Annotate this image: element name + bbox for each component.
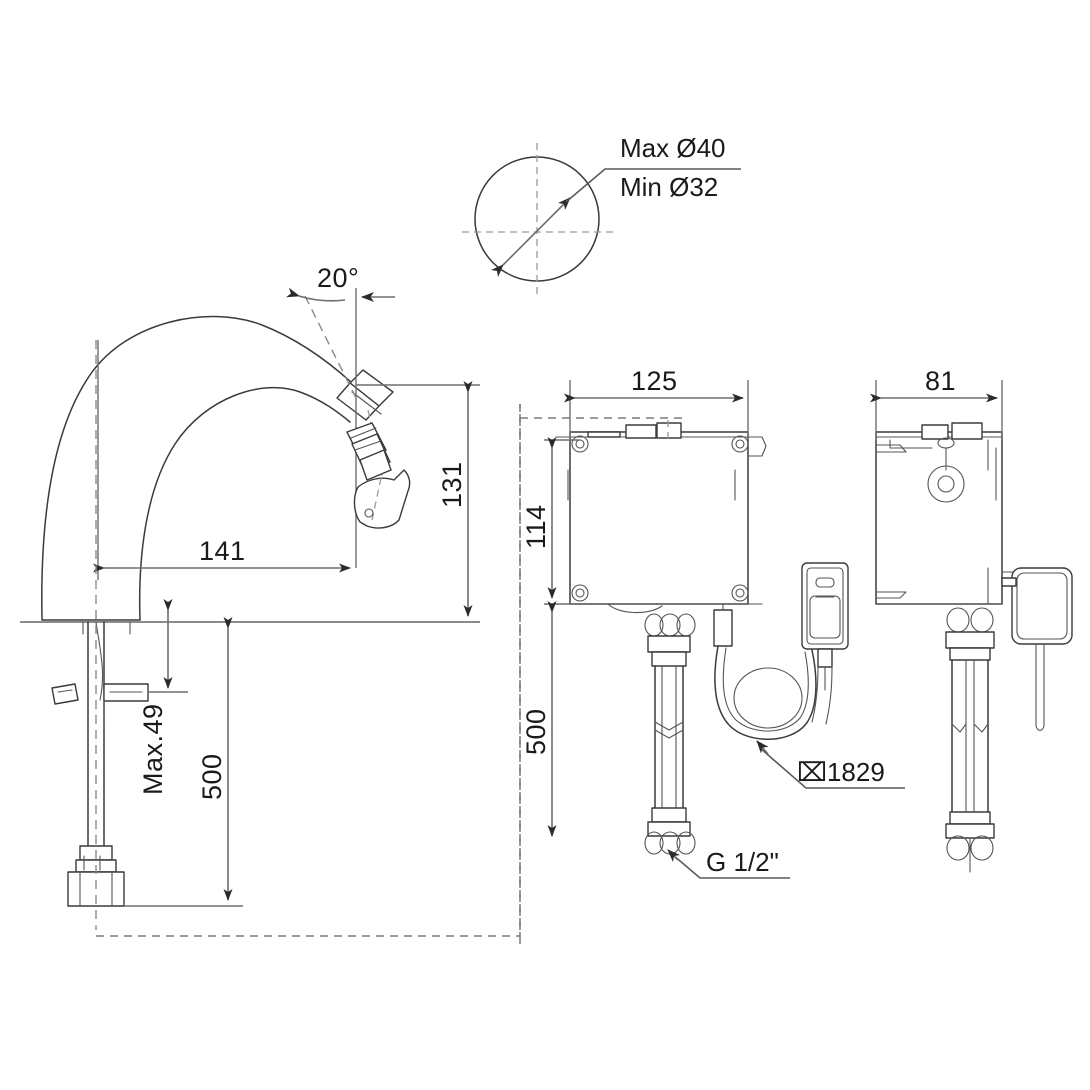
control-box-height-label: 114	[521, 504, 551, 549]
cable-note-leader	[759, 747, 905, 789]
aerator-exploded-parts	[346, 409, 411, 529]
angle-dimension-label: 20°	[317, 263, 359, 293]
control-box-lid-detail	[555, 420, 763, 444]
battery-compartment	[809, 595, 841, 639]
sensor-cable-assembly	[713, 603, 817, 740]
side-box-body	[875, 431, 1003, 605]
aerator-insert	[346, 422, 392, 481]
reach-dimension-label: 141	[199, 536, 246, 566]
height-dimension-131: 131	[356, 381, 480, 617]
control-box-depth-label: 81	[925, 366, 956, 396]
control-box-body	[569, 431, 749, 605]
outlet-angle-dimension: 20°	[286, 263, 395, 568]
side-valve-knob	[927, 465, 965, 503]
sensor-window	[815, 577, 835, 588]
faucet-hose-length-dimension: 500	[124, 617, 243, 907]
hose-dimension-label: 500	[197, 753, 227, 800]
control-box-height-dimension: 114	[521, 437, 580, 605]
thread-note-leader	[672, 854, 790, 879]
supply-tube	[95, 621, 104, 701]
hole-max-diameter-label: Max Ø40	[620, 133, 726, 163]
hole-min-diameter-label: Min Ø32	[620, 172, 718, 202]
faucet-shank-assembly	[51, 340, 149, 930]
control-box-bottom-opening	[607, 603, 663, 614]
side-twin-supply-hoses	[945, 607, 995, 873]
height-dimension-label: 131	[437, 461, 467, 508]
flexible-supply-hose	[644, 613, 696, 855]
cable-outer	[714, 645, 817, 740]
cable-part-label: ⌧1829	[797, 757, 885, 787]
reach-dimension-141: 141	[93, 340, 351, 580]
control-box-hose-length-label: 500	[521, 708, 551, 755]
mounting-hole-detail: Max Ø40 Min Ø32	[462, 133, 741, 296]
thread-note-arrow	[667, 849, 681, 863]
control-box-hose-length-dimension: 500	[521, 601, 557, 837]
side-view-internal-detail	[875, 422, 1019, 605]
cable-coil	[733, 667, 803, 729]
control-box-width-dimension: 125	[564, 366, 749, 440]
angle-inclined-reference	[302, 291, 357, 399]
control-box-depth-dimension: 81	[870, 366, 1003, 440]
control-box-front-view: 125 114 500	[519, 366, 905, 950]
spout-inner-profile	[138, 386, 351, 621]
cable-part-note: ⌧1829	[756, 740, 905, 789]
control-box-width-label: 125	[631, 366, 678, 396]
spout-outer-profile	[41, 315, 353, 621]
aerator-housing-clip	[353, 469, 411, 529]
thickness-dimension-label: Max.49	[138, 703, 168, 795]
cable-note-arrow	[756, 740, 769, 755]
faucet-side-elevation: 20° 141	[20, 263, 521, 937]
power-adapter	[1001, 567, 1073, 732]
control-box-side-view: 81	[870, 366, 1073, 873]
cable-inner	[722, 647, 809, 732]
mounting-bracket	[51, 683, 149, 729]
adapter-plug-pin	[1001, 577, 1017, 587]
sensor-module	[801, 562, 849, 725]
sensor-stem	[817, 648, 833, 668]
angle-arc-arrow-left	[286, 287, 346, 302]
hole-diameter-dimension-arrow	[490, 197, 571, 278]
control-box-mounting-screws	[571, 435, 749, 602]
control-box-side-tab	[747, 436, 767, 457]
hole-leader-line	[565, 168, 741, 203]
thread-size-note: G 1/2"	[667, 847, 790, 879]
thread-size-label: G 1/2"	[706, 847, 779, 877]
counter-thickness-dimension: Max.49	[138, 599, 188, 795]
